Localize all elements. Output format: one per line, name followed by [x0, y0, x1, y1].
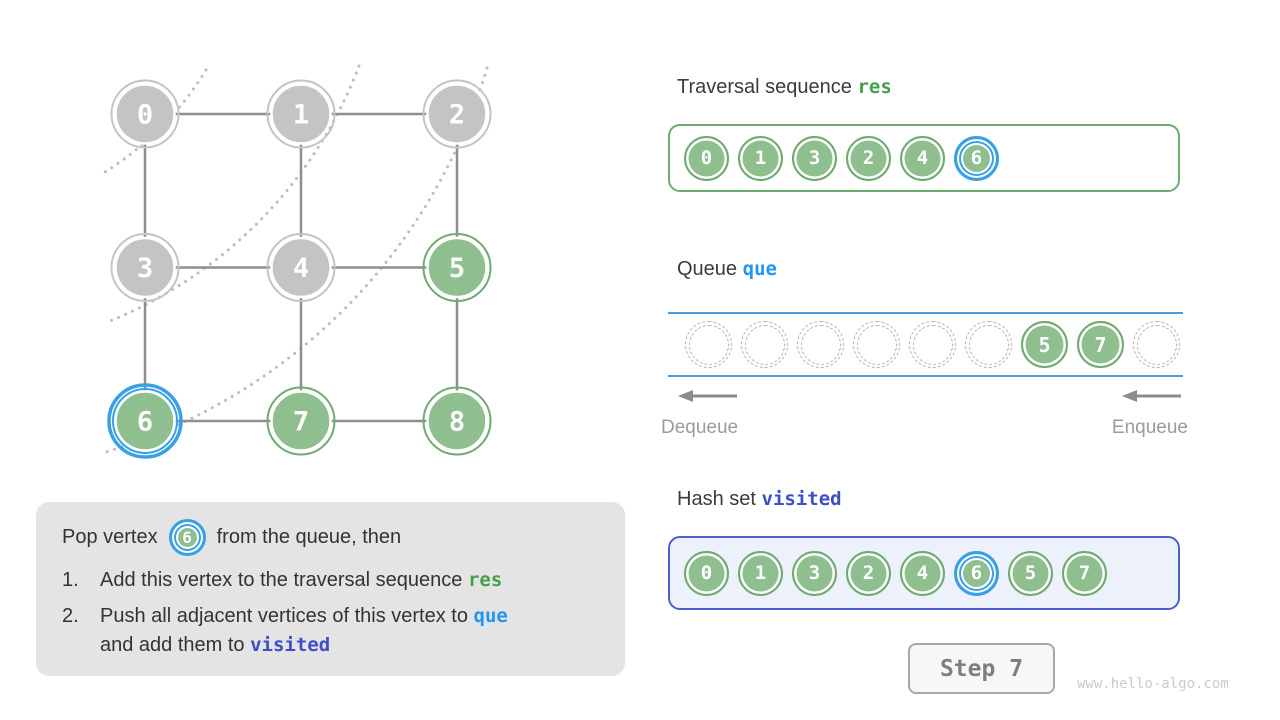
queue-cell-empty-8 — [1133, 321, 1180, 368]
hash-item-4: 4 — [900, 550, 945, 596]
bfs-graph-figure: 0 1 2 3 4 5 6 7 8 — [98, 64, 492, 459]
graph-vertex-label-6: 6 — [137, 407, 153, 438]
res-code-token: res — [857, 76, 892, 98]
hash-item-7: 7 — [1062, 550, 1107, 596]
res-item-4: 4 — [900, 135, 945, 181]
graph-vertex-8: 8 — [422, 386, 492, 456]
hash-item-6: 6 — [954, 550, 999, 596]
graph-vertex-label-8: 8 — [449, 407, 465, 438]
list-item-text: Add this vertex to the traversal sequenc… — [100, 569, 503, 591]
queue-cell-empty-4 — [909, 321, 956, 368]
res-item-1: 1 — [738, 135, 783, 181]
res-item-2: 2 — [846, 135, 891, 181]
res-item-3: 3 — [792, 135, 837, 181]
graph-vertex-2: 2 — [422, 79, 492, 149]
queue-heading: Queue que — [677, 258, 777, 281]
queue-cell-empty-0 — [685, 321, 732, 368]
list-item-number: 1. — [62, 569, 79, 591]
graph-vertex-label-1: 1 — [293, 100, 309, 131]
list-item-text: Push all adjacent vertices of this verte… — [100, 605, 508, 656]
graph-vertex-label-2: 2 — [449, 100, 465, 131]
queue-cell-empty-5 — [965, 321, 1012, 368]
hashset-heading: Hash set visited — [677, 488, 842, 511]
res-item-6: 6 — [954, 135, 999, 181]
graph-vertex-4: 4 — [266, 233, 336, 302]
queue-cell-empty-1 — [741, 321, 788, 368]
graph-vertex-label-0: 0 — [137, 100, 153, 131]
enqueue-arrow-icon — [1122, 390, 1181, 402]
res-item-0: 0 — [684, 135, 729, 181]
hash-item-5: 5 — [1008, 550, 1053, 596]
traversal-heading: Traversal sequence res — [677, 76, 892, 99]
graph-vertex-label-5: 5 — [449, 253, 465, 284]
step-indicator[interactable]: Step 7 — [908, 643, 1055, 694]
graph-vertex-5: 5 — [422, 233, 492, 302]
bfs-wave-arc-3 — [104, 66, 489, 454]
que-code-token: que — [742, 258, 777, 280]
explanation-box: Pop vertex 6 from the queue, then 1. Add… — [36, 502, 625, 676]
dequeue-label: Dequeue — [661, 417, 739, 438]
res-code-token: res — [467, 569, 503, 591]
dequeue-arrow-icon — [678, 390, 737, 402]
visited-code-token: visited — [761, 488, 842, 510]
queue-cell-5: 5 — [1021, 321, 1068, 368]
watermark: www.hello-algo.com — [1077, 676, 1229, 692]
hashset-heading-label: Hash set — [677, 488, 756, 510]
graph-vertex-0: 0 — [110, 79, 180, 149]
explanation-line1: Pop vertex 6 from the queue, then — [62, 519, 401, 556]
hash-item-1: 1 — [738, 550, 783, 596]
traversal-heading-label: Traversal sequence — [677, 76, 852, 98]
hash-item-3: 3 — [792, 550, 837, 596]
graph-vertex-7: 7 — [266, 386, 336, 456]
list-item: 1. Add this vertex to the traversal sequ… — [62, 566, 602, 595]
enqueue-label: Enqueue — [1111, 417, 1188, 438]
step-label: Step 7 — [939, 655, 1024, 682]
graph-vertex-label-4: 4 — [293, 253, 309, 284]
queue-cell-empty-2 — [797, 321, 844, 368]
graph-vertex-6: 6 — [107, 383, 183, 459]
popped-vertex-badge: 6 — [168, 519, 206, 556]
hash-item-2: 2 — [846, 550, 891, 596]
queue-cell-empty-3 — [853, 321, 900, 368]
list-item-number: 2. — [62, 605, 79, 627]
visited-code-token: visited — [250, 634, 331, 656]
explanation-list: 1. Add this vertex to the traversal sequ… — [62, 566, 602, 667]
queue-heading-label: Queue — [677, 258, 738, 280]
explanation-pre-text: Pop vertex — [62, 526, 158, 548]
graph-vertex-label-3: 3 — [137, 253, 153, 284]
queue-cell-7: 7 — [1077, 321, 1124, 368]
graph-vertex-3: 3 — [110, 233, 180, 302]
hash-item-0: 0 — [684, 550, 729, 596]
graph-vertex-label-7: 7 — [293, 407, 309, 438]
graph-vertex-1: 1 — [266, 79, 336, 149]
explanation-post-text: from the queue, then — [216, 526, 402, 548]
que-code-token: que — [473, 605, 508, 627]
list-item: 2. Push all adjacent vertices of this ve… — [62, 602, 602, 660]
